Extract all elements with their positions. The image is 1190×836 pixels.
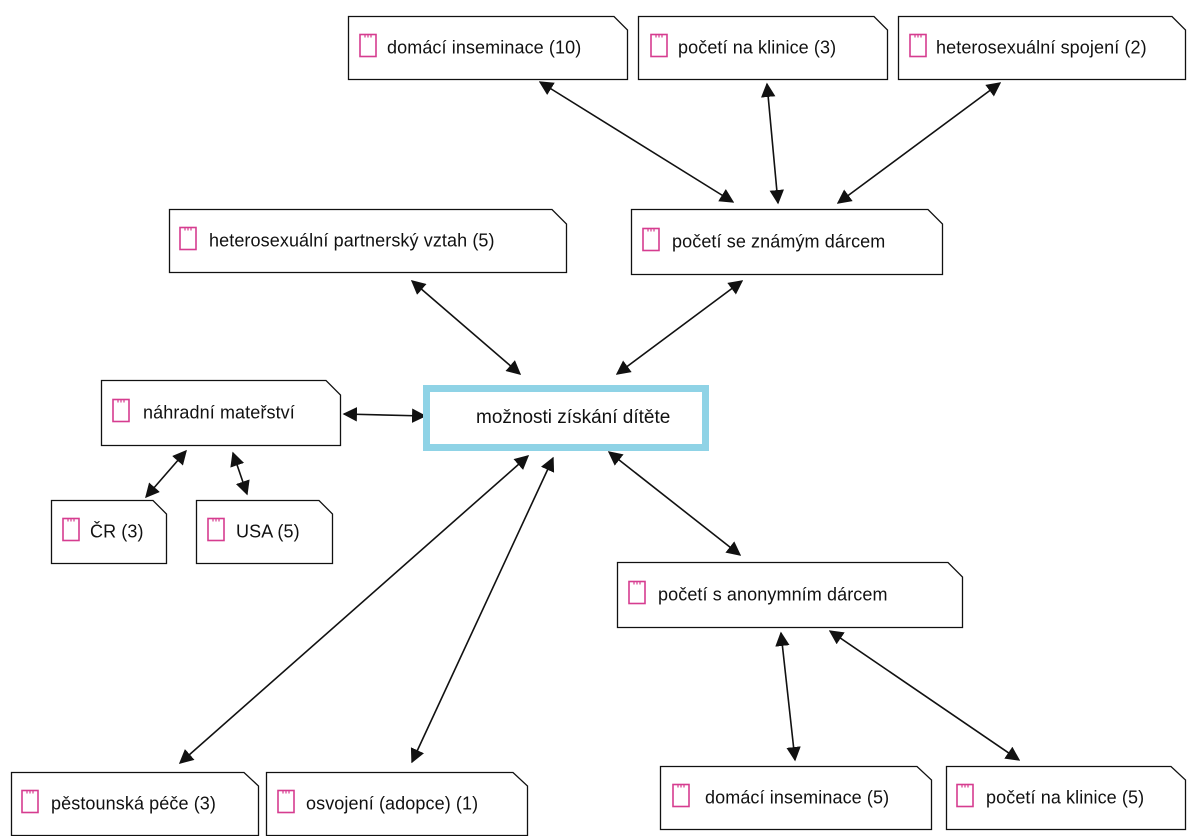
connector-arrow bbox=[145, 449, 187, 499]
node-label: početí na klinice (3) bbox=[678, 37, 837, 58]
node-label: USA (5) bbox=[236, 521, 300, 542]
node-usa-5[interactable]: USA (5) bbox=[195, 499, 334, 565]
central-topic-box[interactable]: možnosti získání dítěte bbox=[423, 385, 709, 451]
connector-arrow bbox=[230, 451, 250, 496]
node-label: ČR (3) bbox=[90, 521, 144, 542]
node-clinic-conception-5[interactable]: početí na klinice (5) bbox=[945, 765, 1187, 831]
node-heterosexual-union-2[interactable]: heterosexuální spojení (2) bbox=[897, 15, 1187, 81]
document-icon bbox=[642, 227, 660, 257]
connector-arrow bbox=[828, 630, 1021, 761]
central-topic-label: možnosti získání dítěte bbox=[476, 407, 671, 428]
connector-arrow bbox=[615, 280, 744, 375]
connector-arrow bbox=[342, 407, 427, 423]
node-clinic-conception-3[interactable]: početí na klinice (3) bbox=[637, 15, 889, 81]
node-label: náhradní mateřství bbox=[143, 402, 295, 423]
connector-arrow bbox=[607, 451, 742, 556]
document-icon bbox=[672, 783, 690, 813]
document-icon bbox=[21, 789, 39, 819]
node-anonymous-donor[interactable]: početí s anonymním dárcem bbox=[616, 561, 964, 629]
document-icon bbox=[909, 33, 927, 63]
document-icon bbox=[650, 33, 668, 63]
connector-arrow bbox=[410, 456, 555, 764]
node-label: početí na klinice (5) bbox=[986, 787, 1145, 808]
node-label: početí se známým dárcem bbox=[672, 231, 886, 252]
node-label: heterosexuální spojení (2) bbox=[936, 37, 1147, 58]
node-label: početí s anonymním dárcem bbox=[658, 584, 888, 605]
node-surrogacy[interactable]: náhradní mateřství bbox=[100, 379, 342, 447]
connector-arrow bbox=[836, 82, 1002, 204]
document-icon bbox=[277, 789, 295, 819]
node-label: pěstounská péče (3) bbox=[51, 793, 216, 814]
document-icon bbox=[62, 517, 80, 547]
connector-arrow bbox=[410, 280, 522, 375]
document-icon bbox=[207, 517, 225, 547]
connector-arrow bbox=[775, 631, 801, 762]
node-adoption-1[interactable]: osvojení (adopce) (1) bbox=[265, 771, 529, 836]
document-icon bbox=[956, 783, 974, 813]
node-home-insemination-5[interactable]: domácí inseminace (5) bbox=[659, 765, 933, 831]
document-icon bbox=[112, 398, 130, 428]
connector-arrow bbox=[761, 82, 784, 205]
document-icon bbox=[628, 580, 646, 610]
node-label: heterosexuální partnerský vztah (5) bbox=[209, 230, 495, 251]
node-label: osvojení (adopce) (1) bbox=[306, 793, 479, 814]
node-foster-care-3[interactable]: pěstounská péče (3) bbox=[10, 771, 260, 836]
node-label: domácí inseminace (5) bbox=[705, 787, 890, 808]
node-known-donor[interactable]: početí se známým dárcem bbox=[630, 208, 944, 276]
node-home-insemination-10[interactable]: domácí inseminace (10) bbox=[347, 15, 629, 81]
node-cr-3[interactable]: ČR (3) bbox=[50, 499, 168, 565]
connector-arrow bbox=[538, 81, 735, 203]
node-label: domácí inseminace (10) bbox=[387, 37, 582, 58]
document-icon bbox=[179, 226, 197, 256]
document-icon bbox=[359, 33, 377, 63]
node-heterosexual-partnership-5[interactable]: heterosexuální partnerský vztah (5) bbox=[168, 208, 568, 274]
